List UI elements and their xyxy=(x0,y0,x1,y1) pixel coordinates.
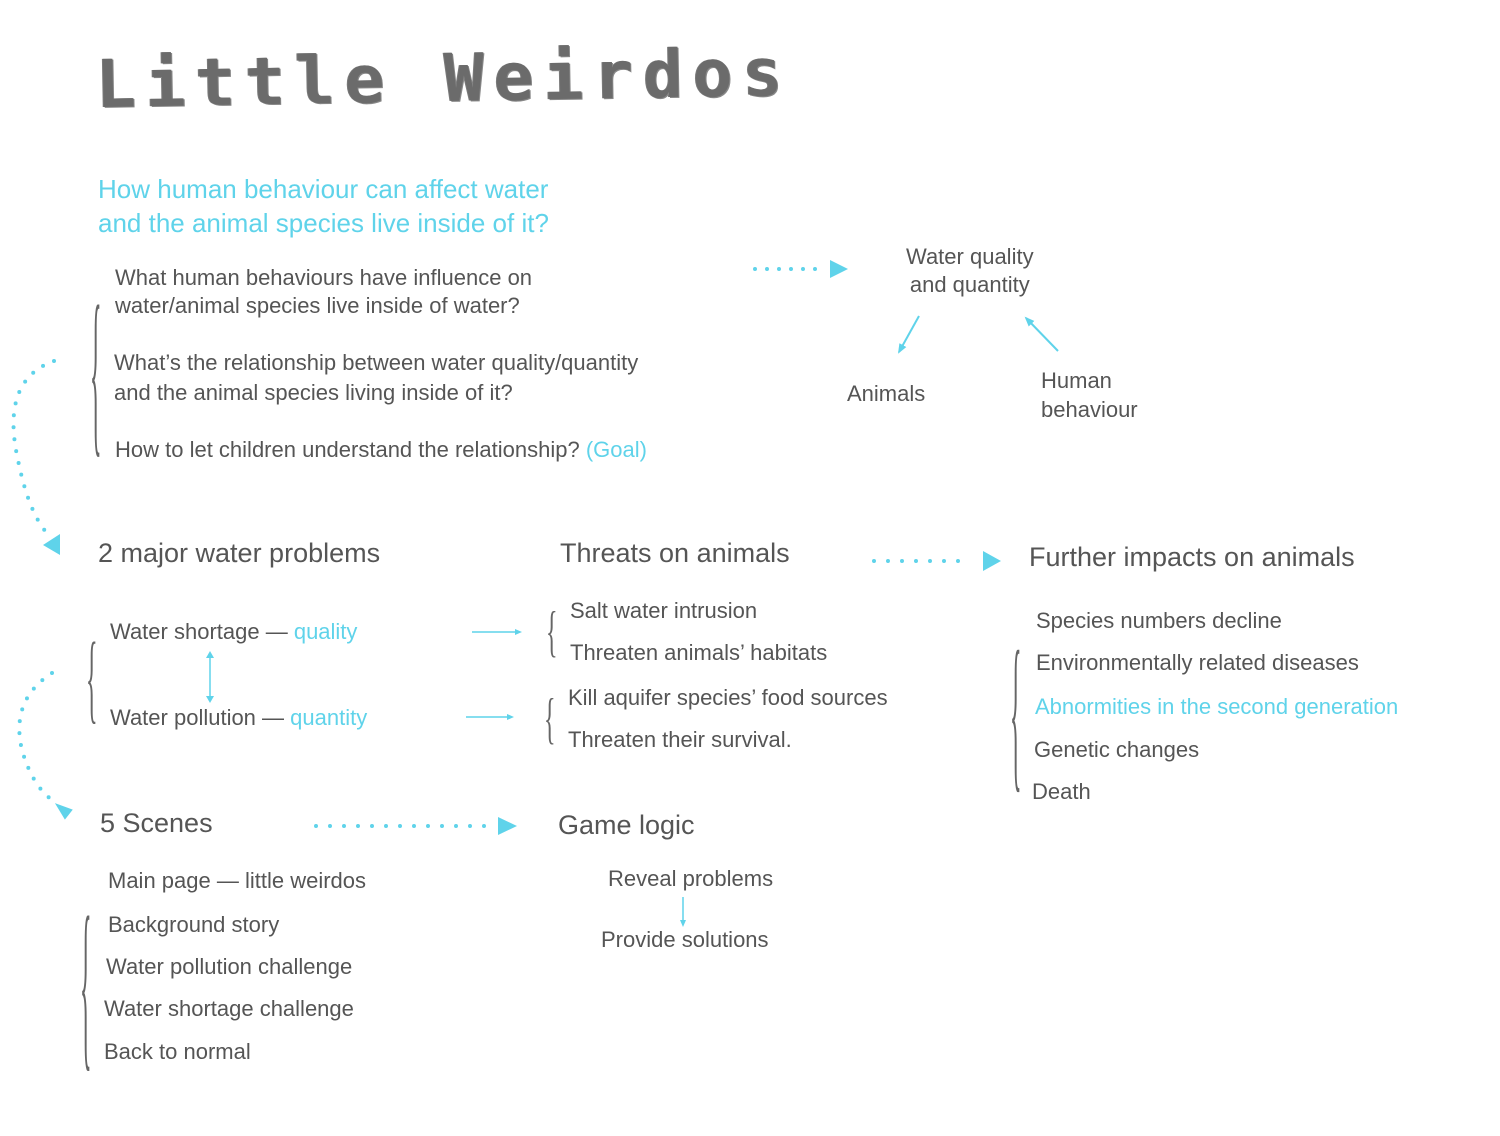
game-logic-heading: Game logic xyxy=(558,810,695,840)
threat-item: Threaten their survival. xyxy=(568,727,792,752)
impact-item-highlight: Abnormities in the second generation xyxy=(1035,694,1399,719)
impact-item: Environmentally related diseases xyxy=(1036,650,1359,675)
arrow-down-icon xyxy=(680,897,686,927)
water-problems-heading: 2 major water problems xyxy=(98,538,381,568)
further-impacts-brace: { xyxy=(1010,614,1022,808)
main-question-line2: and the animal species live inside of it… xyxy=(98,208,549,238)
threats-heading: Threats on animals xyxy=(560,538,790,568)
main-question-line1: How human behaviour can affect water xyxy=(98,174,549,204)
scene-item: Water pollution challenge xyxy=(106,954,353,979)
arrow-right-icon xyxy=(472,629,522,635)
scene-item: Water shortage challenge xyxy=(104,996,354,1021)
double-arrow-vertical-icon xyxy=(206,651,214,703)
scene-item: Main page — little weirdos xyxy=(108,868,367,893)
game-step-reveal: Reveal problems xyxy=(608,866,774,891)
impact-item: Species numbers decline xyxy=(1036,608,1282,633)
dotted-arrow-right-icon xyxy=(314,817,517,835)
arrow-from-human-icon xyxy=(1024,316,1059,352)
questions-brace: { xyxy=(90,266,102,474)
water-pollution-item: Water pollution — quantity xyxy=(110,705,368,730)
cycle-human-behaviour: Human behaviour xyxy=(1041,368,1138,422)
further-impacts-heading: Further impacts on animals xyxy=(1029,542,1355,572)
arrow-to-animals-icon xyxy=(898,315,920,354)
water-shortage-item: Water shortage — quality xyxy=(110,619,358,644)
cycle-animals: Animals xyxy=(847,381,926,406)
game-step-solutions: Provide solutions xyxy=(601,927,769,952)
scenes-brace: { xyxy=(80,876,92,1089)
water-problems-brace: { xyxy=(86,620,98,734)
sub-question-2: What’s the relationship between water qu… xyxy=(114,350,639,405)
threats-brace-1: { xyxy=(546,599,558,663)
arrow-right-icon xyxy=(466,714,514,720)
sub-question-1: What human behaviours have influence on … xyxy=(115,265,533,318)
dotted-arrow-right-icon xyxy=(872,551,1001,571)
threat-item: Salt water intrusion xyxy=(570,598,758,623)
goal-tag: (Goal) xyxy=(585,437,647,462)
scenes-heading: 5 Scenes xyxy=(100,808,213,838)
sub-question-3: How to let children understand the relat… xyxy=(115,437,647,462)
threat-item: Threaten animals’ habitats xyxy=(570,640,828,665)
curved-dotted-arrow-icon xyxy=(11,359,60,555)
dotted-arrow-right-icon xyxy=(753,260,848,278)
main-question: How human behaviour can affect water and… xyxy=(98,172,718,240)
curved-dotted-arrow-icon xyxy=(17,671,73,820)
threats-brace-2: { xyxy=(544,686,556,750)
impact-item: Death xyxy=(1032,779,1091,804)
threat-item: Kill aquifer species’ food sources xyxy=(568,685,888,710)
impact-item: Genetic changes xyxy=(1034,737,1200,762)
scene-item: Background story xyxy=(108,912,280,937)
scene-item: Back to normal xyxy=(104,1039,251,1064)
cycle-center: Water quality and quantity xyxy=(906,244,1034,297)
